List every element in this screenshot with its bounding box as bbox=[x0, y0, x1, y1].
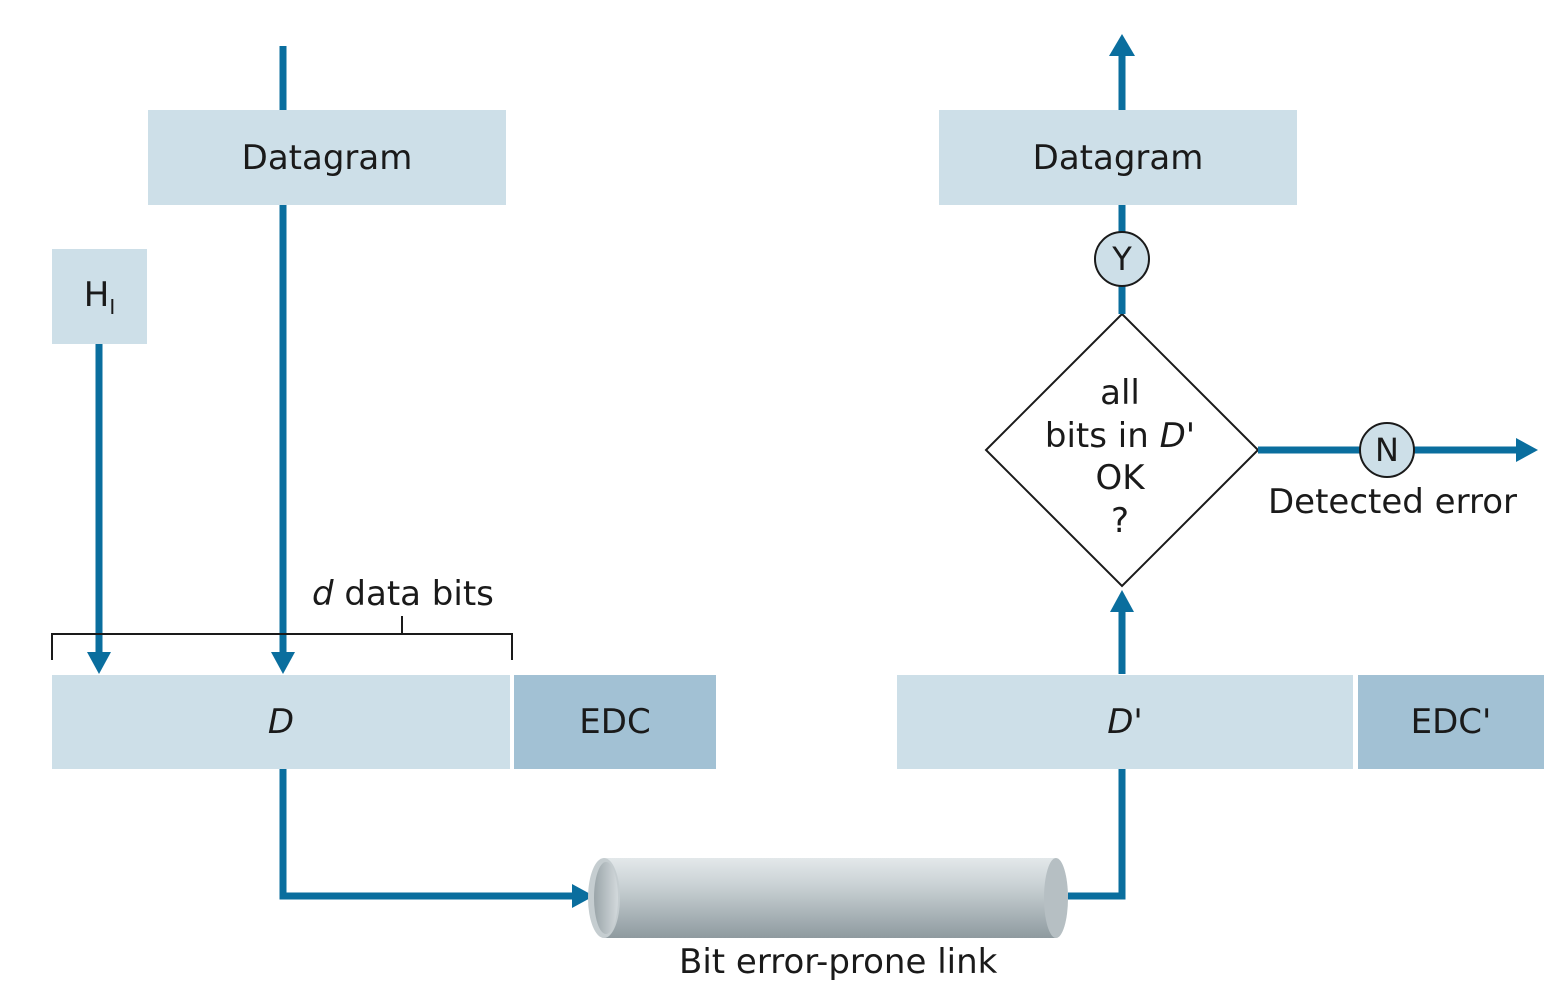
decision-line-3: OK bbox=[1095, 458, 1145, 498]
header-box: HI bbox=[52, 249, 147, 344]
no-circle: N bbox=[1359, 422, 1415, 478]
sender-to-link-arrowhead bbox=[572, 884, 594, 908]
decision-line-4: ? bbox=[1110, 500, 1130, 541]
no-path-arrowhead bbox=[1516, 438, 1538, 462]
sender-datagram-label: Datagram bbox=[241, 137, 413, 178]
link-to-receiver-line bbox=[1068, 768, 1126, 900]
data-bits-label: d data bits bbox=[312, 574, 494, 614]
datagram-output-arrowhead bbox=[1109, 34, 1135, 56]
receiver-d-label: D' bbox=[1107, 702, 1143, 742]
header-subscript: I bbox=[109, 294, 116, 319]
link-pipe bbox=[588, 858, 1068, 938]
link-label: Bit error-prone link bbox=[679, 942, 998, 982]
sender-edc-box: EDC bbox=[514, 675, 716, 769]
decision-text: all bits in D' OK ? bbox=[1000, 372, 1240, 542]
decision-line-2: bits in D' bbox=[1044, 415, 1196, 456]
sender-datagram-box: Datagram bbox=[148, 110, 506, 205]
receiver-datagram-box: Datagram bbox=[939, 110, 1297, 205]
header-to-d-arrowhead bbox=[87, 652, 111, 674]
data-bits-bracket bbox=[51, 616, 513, 660]
yes-circle: Y bbox=[1094, 231, 1150, 287]
receiver-datagram-label: Datagram bbox=[1032, 137, 1204, 178]
receiver-edc-box: EDC' bbox=[1358, 675, 1544, 769]
header-label: HI bbox=[83, 274, 116, 319]
sender-to-link-line bbox=[279, 768, 572, 900]
decision-line-1: all bbox=[1100, 373, 1140, 413]
receiver-edc-label: EDC' bbox=[1410, 702, 1492, 742]
receiver-d-box: D' bbox=[897, 675, 1353, 769]
sender-edc-label: EDC bbox=[579, 702, 651, 742]
no-label: N bbox=[1375, 431, 1399, 469]
decision-diamond bbox=[984, 312, 1260, 588]
receiver-to-check-arrowhead bbox=[1110, 590, 1134, 612]
datagram-to-d-arrowhead bbox=[271, 652, 295, 674]
yes-label: Y bbox=[1112, 240, 1132, 278]
sender-d-label: D bbox=[267, 702, 295, 742]
detected-error-label: Detected error bbox=[1268, 482, 1517, 522]
sender-d-box: D bbox=[52, 675, 510, 769]
